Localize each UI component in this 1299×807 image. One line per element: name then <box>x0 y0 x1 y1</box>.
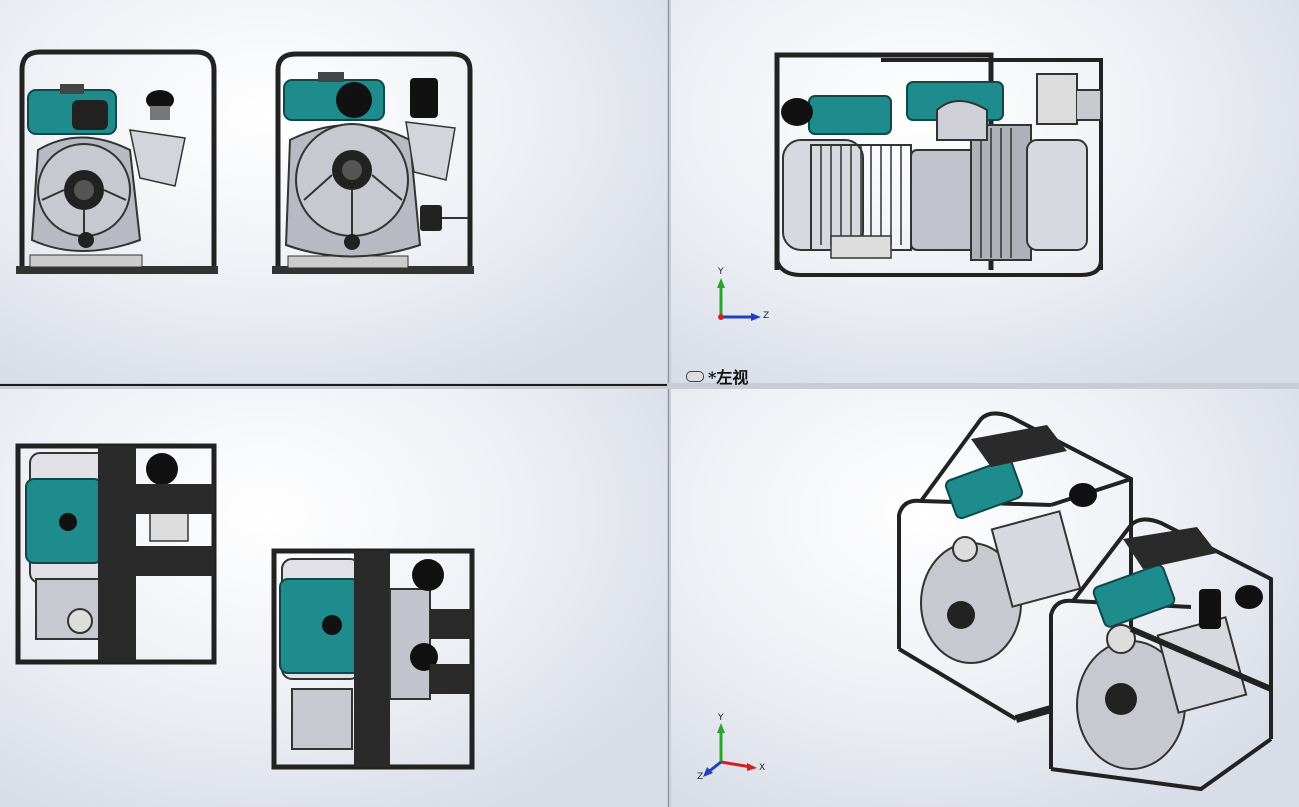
glasses-icon <box>686 370 704 382</box>
axis-triad-left <box>717 278 761 321</box>
viewport-top-view[interactable] <box>0 389 667 807</box>
isometric-drawing <box>703 411 1273 792</box>
view-orientation-label[interactable]: *左视 <box>686 364 748 388</box>
left-view-drawing <box>717 52 1103 321</box>
view-name: *左视 <box>708 368 749 387</box>
front-view-drawing <box>16 49 474 274</box>
pump-front-2 <box>272 51 474 274</box>
viewport-splitter-horizontal[interactable] <box>0 383 1299 389</box>
pump-top-1 <box>15 443 217 665</box>
viewport-front[interactable] <box>0 0 667 383</box>
pump-front-1 <box>16 49 218 274</box>
pump-iso-back <box>897 411 1133 721</box>
viewport-left-view[interactable]: Y Z <box>671 0 1299 383</box>
viewport-splitter-vertical[interactable] <box>667 0 671 807</box>
pump-iso-front <box>1014 517 1273 792</box>
top-view-drawing <box>15 443 475 770</box>
pump-side-pair <box>774 52 1103 277</box>
axis-triad-iso <box>703 723 757 777</box>
viewport-isometric[interactable]: Y X Z <box>671 389 1299 807</box>
pump-top-2 <box>271 548 475 770</box>
